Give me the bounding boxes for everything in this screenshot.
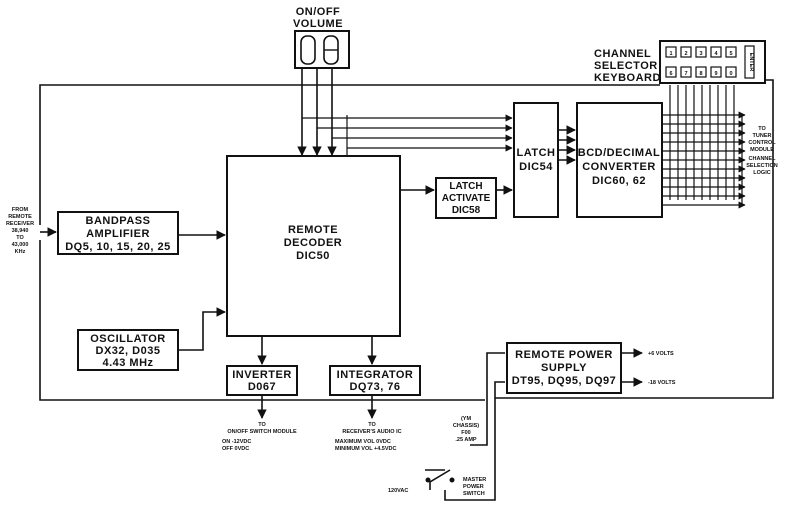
- svg-text:TO: TO: [258, 422, 266, 428]
- master-switch-label: MASTER POWER SWITCH 120VAC: [388, 477, 486, 497]
- svg-text:120VAC: 120VAC: [388, 488, 408, 494]
- svg-text:LATCH: LATCH: [517, 147, 556, 159]
- svg-text:OFF 0VDC: OFF 0VDC: [222, 446, 249, 452]
- svg-text:DIC50: DIC50: [296, 250, 330, 262]
- svg-text:KEYBOARD: KEYBOARD: [594, 72, 661, 84]
- svg-text:RECEIVER'S AUDIO IC: RECEIVER'S AUDIO IC: [342, 429, 401, 435]
- svg-text:4: 4: [714, 51, 718, 57]
- svg-text:D067: D067: [248, 381, 276, 393]
- svg-text:+6 VOLTS: +6 VOLTS: [648, 351, 674, 357]
- svg-text:INTEGRATOR: INTEGRATOR: [337, 369, 414, 381]
- svg-text:2: 2: [684, 51, 687, 57]
- svg-text:FROM: FROM: [12, 207, 29, 213]
- svg-text:POWER: POWER: [463, 484, 484, 490]
- svg-text:REMOTE POWER: REMOTE POWER: [515, 349, 613, 361]
- svg-text:RECEIVER: RECEIVER: [6, 221, 34, 227]
- svg-text:DIC54: DIC54: [519, 161, 553, 173]
- bcd-decimal-converter-block: BCD/DECIMAL CONVERTER DIC60, 62: [576, 102, 663, 218]
- volume-onoff-control: ON/OFF VOLUME: [293, 6, 350, 69]
- svg-text:8: 8: [699, 71, 702, 77]
- svg-text:SELECTOR: SELECTOR: [594, 60, 658, 72]
- svg-text:F00: F00: [461, 430, 470, 436]
- channel-selector-keyboard: CHANNEL SELECTOR KEYBOARD 1 2 3 4 5 6 7 …: [594, 40, 766, 84]
- input-label: FROM REMOTE RECEIVER 38,940 TO 43,000 KH…: [6, 207, 34, 255]
- svg-text:SUPPLY: SUPPLY: [541, 362, 587, 374]
- svg-text:ACTIVATE: ACTIVATE: [442, 193, 491, 204]
- svg-text:LOGIC: LOGIC: [753, 170, 770, 176]
- svg-text:AMPLIFIER: AMPLIFIER: [86, 228, 150, 240]
- svg-text:DT95, DQ95, DQ97: DT95, DQ95, DQ97: [512, 375, 617, 387]
- svg-text:BANDPASS: BANDPASS: [86, 215, 151, 227]
- svg-text:TO: TO: [16, 235, 24, 241]
- svg-text:DQ5, 10, 15, 20, 25: DQ5, 10, 15, 20, 25: [65, 241, 171, 253]
- svg-text:TO: TO: [758, 126, 766, 132]
- svg-text:0: 0: [729, 71, 732, 77]
- remote-power-supply-block: REMOTE POWER SUPPLY DT95, DQ95, DQ97: [506, 342, 622, 394]
- svg-text:MINIMUM VOL +4.5VDC: MINIMUM VOL +4.5VDC: [335, 446, 397, 452]
- oscillator-block: OSCILLATOR DX32, D035 4.43 MHz: [77, 329, 179, 371]
- svg-text:DIC58: DIC58: [452, 205, 481, 216]
- svg-text:OSCILLATOR: OSCILLATOR: [90, 333, 165, 345]
- svg-text:DECODER: DECODER: [284, 237, 343, 249]
- svg-text:CONVERTER: CONVERTER: [582, 161, 656, 173]
- svg-text:ON -12VDC: ON -12VDC: [222, 439, 251, 445]
- svg-text:CHANNEL: CHANNEL: [749, 156, 777, 162]
- svg-text:1: 1: [669, 51, 672, 57]
- svg-text:ON/OFF: ON/OFF: [296, 6, 341, 18]
- inverter-block: INVERTER D067: [226, 365, 298, 396]
- svg-text:KHz: KHz: [15, 249, 26, 255]
- svg-text:DQ73, 76: DQ73, 76: [349, 381, 400, 393]
- svg-text:TO: TO: [368, 422, 376, 428]
- svg-text:(YM: (YM: [461, 416, 472, 422]
- wires: [39, 68, 774, 501]
- svg-text:SELECTION: SELECTION: [746, 163, 778, 169]
- svg-text:MODULE: MODULE: [750, 147, 774, 153]
- voltage-labels: +6 VOLTS -18 VOLTS: [648, 351, 676, 386]
- inverter-output-label: TO ON/OFF SWITCH MODULE ON -12VDC OFF 0V…: [222, 422, 297, 452]
- keyboard-keys: 1 2 3 4 5 6 7 8 9 0 ENTER: [665, 45, 755, 79]
- svg-text:REMOTE: REMOTE: [288, 224, 338, 236]
- svg-text:MASTER: MASTER: [463, 477, 486, 483]
- svg-text:INVERTER: INVERTER: [232, 369, 292, 381]
- svg-text:SWITCH: SWITCH: [463, 491, 485, 497]
- svg-text:6: 6: [669, 71, 672, 77]
- svg-text:CONTROL: CONTROL: [748, 140, 776, 146]
- svg-text:LATCH: LATCH: [449, 181, 482, 192]
- latch-activate-block: LATCH ACTIVATE DIC58: [435, 177, 497, 219]
- svg-text:9: 9: [714, 71, 717, 77]
- svg-text:-18 VOLTS: -18 VOLTS: [648, 380, 676, 386]
- svg-text:ON/OFF SWITCH MODULE: ON/OFF SWITCH MODULE: [227, 429, 297, 435]
- remote-decoder-block: REMOTE DECODER DIC50: [226, 155, 401, 337]
- svg-text:4.43 MHz: 4.43 MHz: [102, 357, 153, 369]
- svg-text:DIC60, 62: DIC60, 62: [592, 175, 646, 187]
- svg-text:38,940: 38,940: [12, 228, 29, 234]
- integrator-output-label: TO RECEIVER'S AUDIO IC MAXIMUM VOL 0VDC …: [335, 422, 402, 452]
- svg-text:REMOTE: REMOTE: [8, 214, 32, 220]
- svg-text:DX32, D035: DX32, D035: [96, 345, 161, 357]
- svg-text:TUNER: TUNER: [753, 133, 772, 139]
- svg-text:3: 3: [699, 51, 702, 57]
- svg-text:ENTER: ENTER: [748, 53, 754, 72]
- latch-block: LATCH DIC54: [513, 102, 559, 218]
- svg-text:5: 5: [729, 51, 732, 57]
- svg-text:CHANNEL: CHANNEL: [594, 48, 651, 60]
- bandpass-amplifier-block: BANDPASS AMPLIFIER DQ5, 10, 15, 20, 25: [57, 211, 179, 255]
- svg-text:BCD/DECIMAL: BCD/DECIMAL: [578, 147, 661, 159]
- svg-text:VOLUME: VOLUME: [293, 18, 343, 30]
- integrator-block: INTEGRATOR DQ73, 76: [329, 365, 421, 396]
- svg-text:.25 AMP: .25 AMP: [455, 437, 477, 443]
- svg-text:MAXIMUM VOL 0VDC: MAXIMUM VOL 0VDC: [335, 439, 391, 445]
- svg-text:43,000: 43,000: [12, 242, 29, 248]
- svg-text:CHASSIS): CHASSIS): [453, 423, 479, 429]
- fuse-label: (YM CHASSIS) F00 .25 AMP: [453, 416, 479, 443]
- svg-text:7: 7: [684, 71, 687, 77]
- to-tuner-label: TO TUNER CONTROL MODULE CHANNEL SELECTIO…: [746, 126, 778, 176]
